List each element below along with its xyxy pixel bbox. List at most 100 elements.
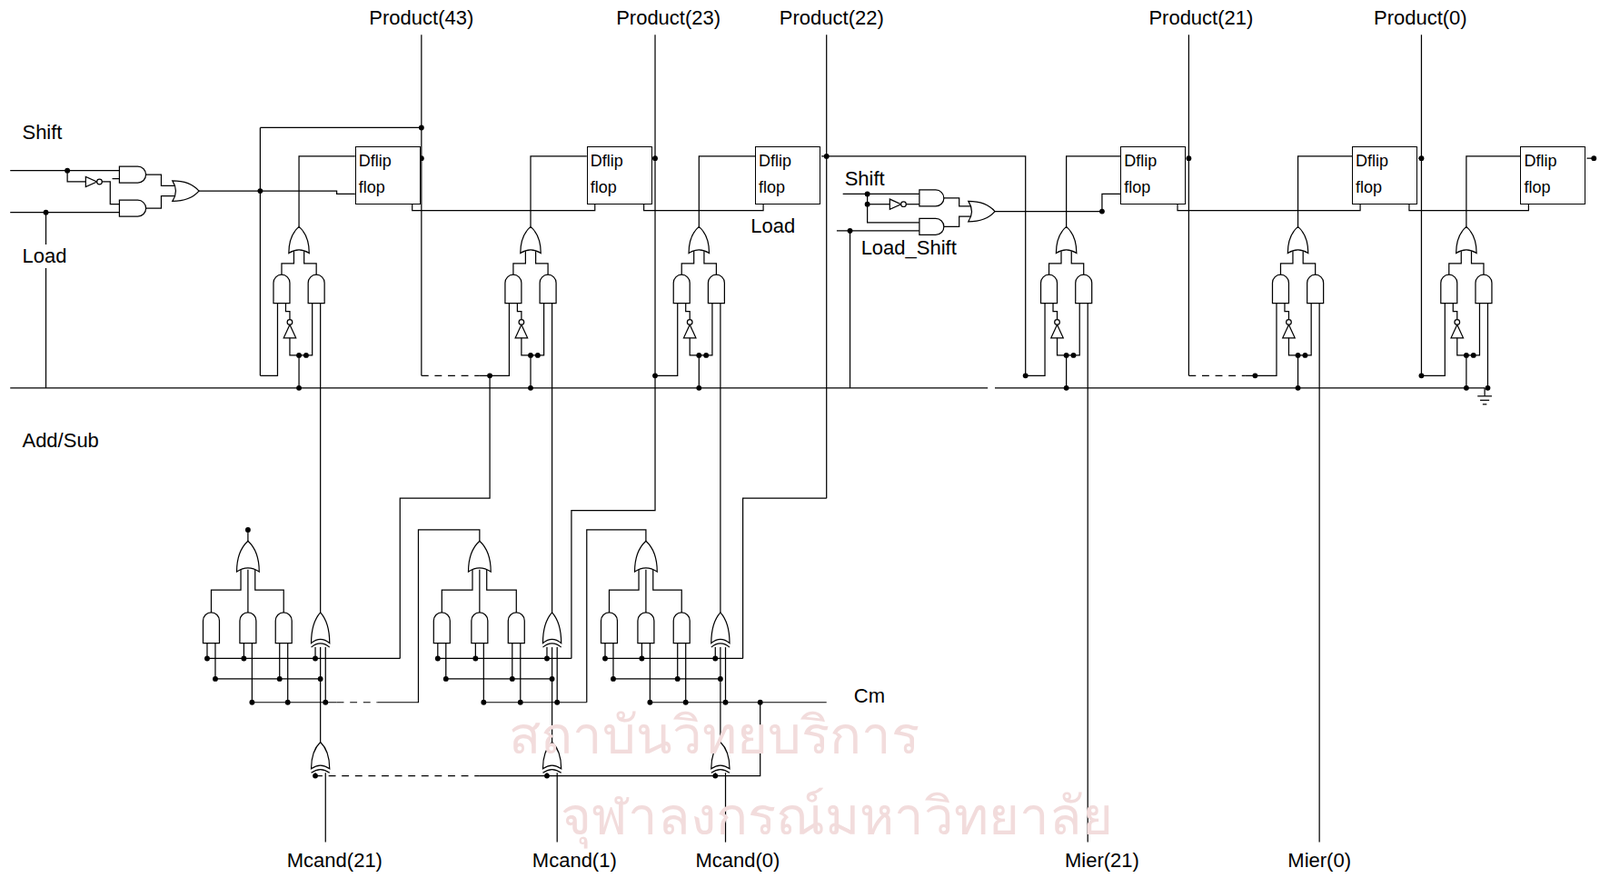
wire bbox=[586, 529, 646, 703]
or-body bbox=[311, 612, 330, 644]
not-gate bbox=[1282, 319, 1295, 338]
signal-name: Load bbox=[748, 214, 797, 239]
or-body bbox=[711, 612, 730, 644]
or-gate bbox=[688, 226, 709, 253]
and-gate bbox=[202, 612, 219, 644]
not-bubble bbox=[901, 201, 907, 208]
wire bbox=[605, 657, 744, 659]
junction-dot bbox=[1419, 155, 1425, 161]
wire bbox=[198, 190, 356, 194]
wire bbox=[536, 250, 548, 275]
wire bbox=[1298, 156, 1353, 227]
wire bbox=[1449, 250, 1461, 275]
not-bubble bbox=[1286, 319, 1292, 326]
wire bbox=[319, 646, 321, 742]
not-body bbox=[1282, 324, 1295, 338]
and-body bbox=[239, 612, 257, 644]
wire bbox=[420, 158, 422, 160]
junction-dot bbox=[1099, 208, 1105, 215]
xor-gate bbox=[542, 612, 561, 647]
junction-dot bbox=[1185, 155, 1192, 161]
and-body bbox=[1041, 274, 1058, 303]
and-gate bbox=[673, 612, 690, 644]
not-bubble bbox=[97, 178, 103, 185]
not-body bbox=[85, 176, 97, 187]
and-gate bbox=[539, 274, 557, 303]
junction-dot bbox=[296, 385, 302, 391]
flip-flop-box: Dflip flop bbox=[755, 146, 821, 205]
wire bbox=[825, 34, 827, 498]
wire bbox=[612, 643, 614, 679]
not-body bbox=[1450, 324, 1463, 338]
wire bbox=[478, 569, 480, 613]
wire bbox=[298, 355, 299, 388]
not-gate bbox=[1051, 319, 1064, 338]
or-body bbox=[542, 612, 561, 644]
or-body bbox=[172, 180, 199, 201]
wire bbox=[653, 569, 682, 613]
and-body bbox=[1075, 274, 1093, 303]
wire bbox=[719, 303, 721, 613]
junction-dot bbox=[303, 352, 309, 358]
and-body bbox=[275, 612, 292, 644]
flip-flop-box: Dflip flop bbox=[1520, 146, 1586, 205]
signal-name: Mcand(21) bbox=[285, 848, 385, 873]
wire bbox=[445, 643, 447, 679]
flip-flop-label: Dflip flop bbox=[1352, 147, 1392, 201]
and-body bbox=[919, 189, 945, 207]
junction-dot bbox=[703, 352, 709, 358]
wire bbox=[529, 355, 531, 388]
and-body bbox=[505, 274, 522, 303]
and-gate bbox=[1307, 274, 1324, 303]
xor-line bbox=[711, 769, 730, 774]
or-gate bbox=[237, 540, 260, 572]
wire bbox=[67, 170, 86, 182]
dashed-wire bbox=[315, 775, 480, 776]
wire bbox=[1284, 303, 1289, 320]
and-body bbox=[1272, 274, 1289, 303]
and-body bbox=[273, 274, 290, 303]
wire bbox=[1087, 303, 1089, 843]
wire bbox=[446, 677, 553, 679]
wire bbox=[689, 303, 713, 356]
enable-wire bbox=[1409, 204, 1529, 211]
wire bbox=[287, 643, 289, 703]
and-gate bbox=[707, 274, 725, 303]
wire bbox=[681, 250, 694, 275]
or-body bbox=[688, 226, 709, 253]
signal-name: Product(23) bbox=[614, 6, 723, 30]
and-body bbox=[600, 612, 617, 644]
junction-dot bbox=[1470, 352, 1477, 358]
junction-dot bbox=[527, 385, 534, 391]
wire bbox=[698, 156, 756, 227]
wire bbox=[255, 569, 284, 613]
wire bbox=[325, 646, 327, 703]
and-gate bbox=[239, 612, 257, 644]
wire bbox=[45, 212, 47, 388]
wire bbox=[483, 643, 485, 703]
wire bbox=[1053, 303, 1057, 320]
not-gate bbox=[683, 319, 696, 338]
not-bubble bbox=[518, 319, 525, 326]
wire bbox=[101, 181, 120, 205]
signal-name: Product(22) bbox=[777, 6, 886, 30]
or-gate bbox=[172, 180, 199, 201]
or-gate bbox=[635, 540, 658, 572]
wire bbox=[1188, 34, 1190, 376]
signal-name: Product(21) bbox=[1146, 6, 1255, 30]
and-gate bbox=[919, 189, 945, 207]
or-body bbox=[237, 540, 260, 572]
and-gate bbox=[308, 274, 325, 303]
junction-dot bbox=[1590, 155, 1597, 161]
flip-flop-label: Dflip flop bbox=[356, 147, 395, 201]
or-body bbox=[1287, 226, 1308, 253]
and-gate bbox=[273, 274, 290, 303]
wire bbox=[1482, 403, 1487, 405]
xor-line bbox=[711, 643, 730, 647]
or-body bbox=[968, 200, 995, 221]
not-body bbox=[1051, 324, 1064, 338]
wire bbox=[1466, 156, 1521, 227]
wire bbox=[649, 701, 826, 703]
wire bbox=[1452, 303, 1457, 320]
enable-wire bbox=[644, 204, 764, 211]
